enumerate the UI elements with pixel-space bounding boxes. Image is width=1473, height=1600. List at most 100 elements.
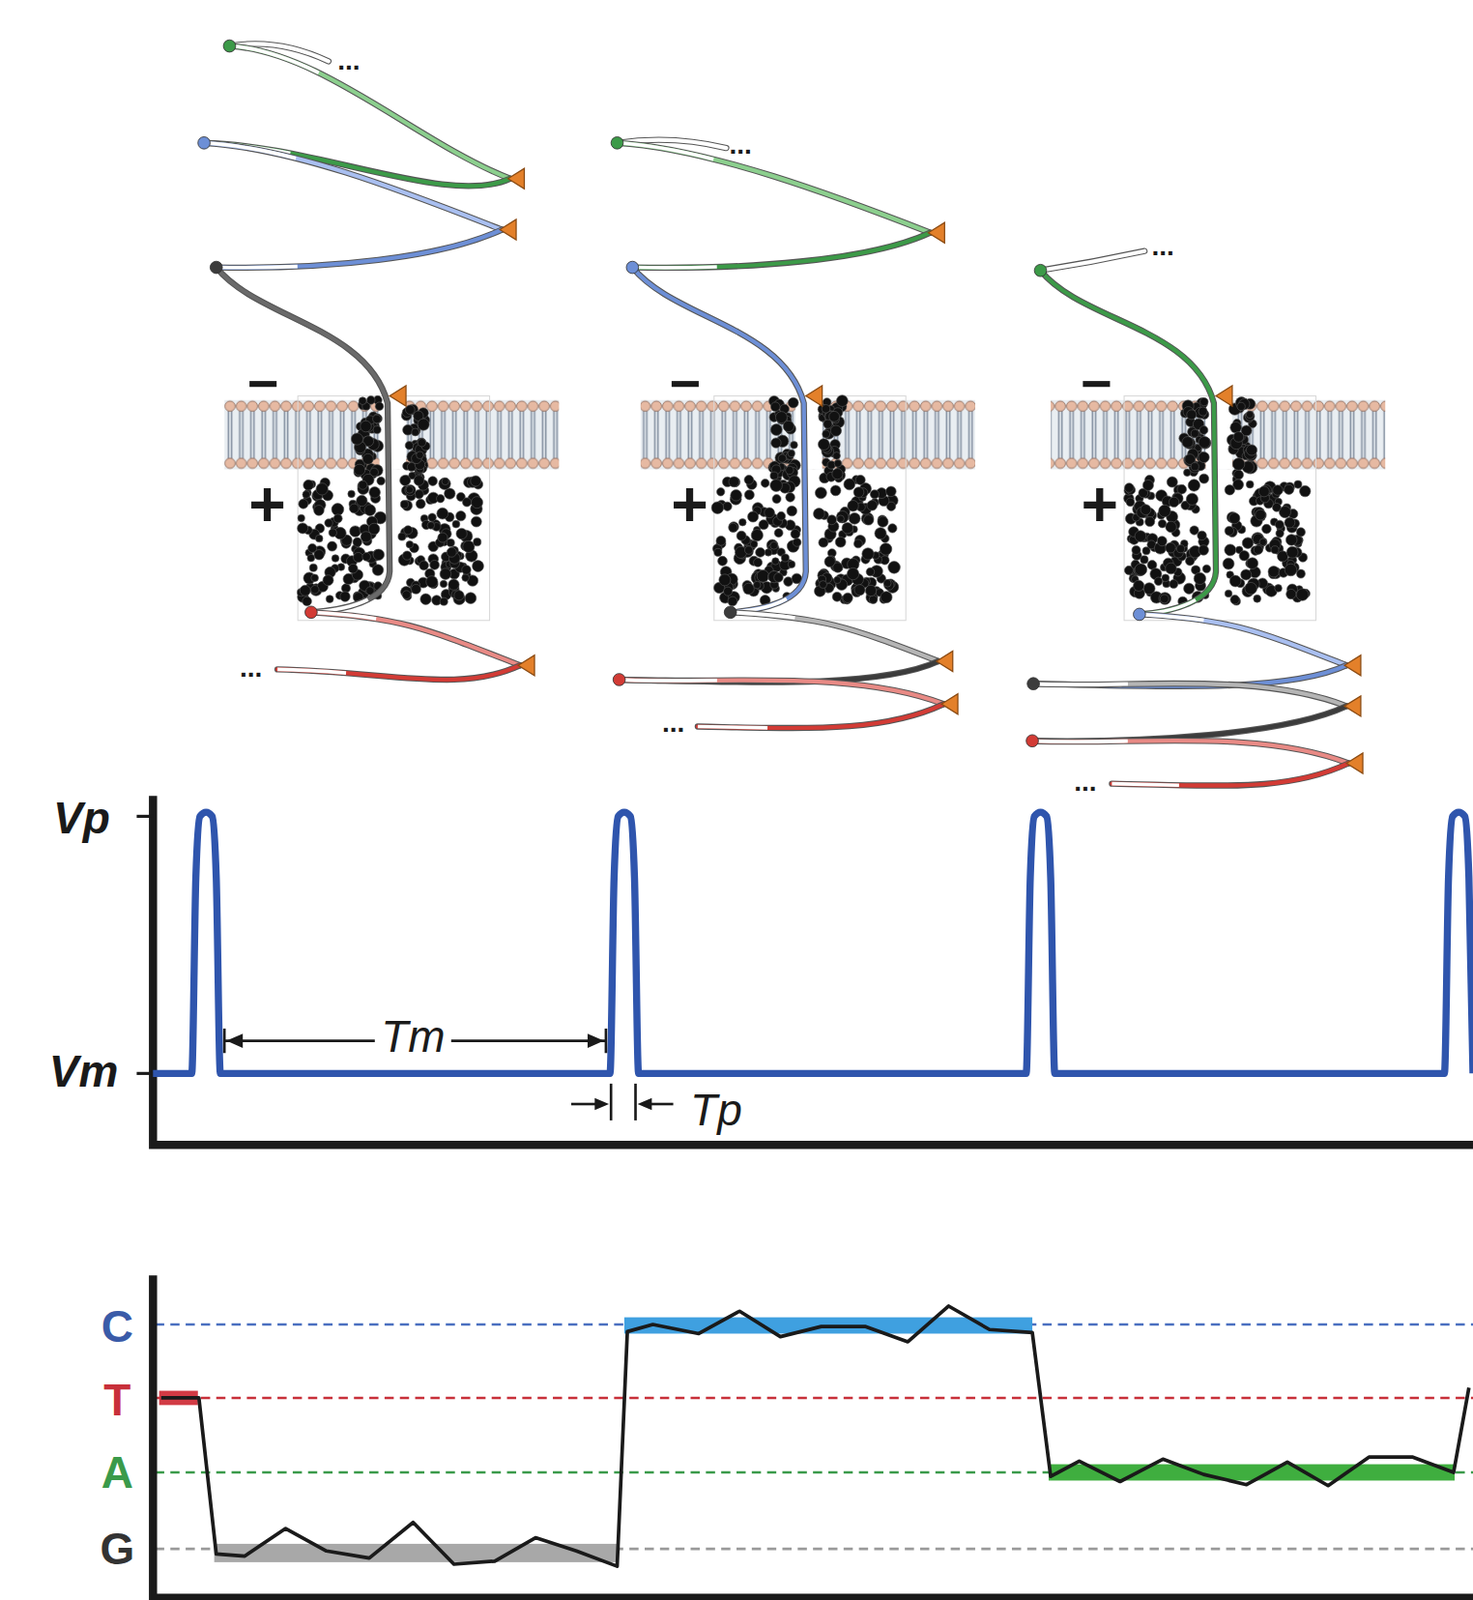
pore-atom: [832, 591, 842, 602]
level-label: A: [101, 1449, 134, 1495]
pore-atom: [1198, 545, 1209, 555]
pore-atom: [836, 395, 848, 407]
nucleotide-dot: [610, 136, 624, 149]
continuation-mark: ...: [662, 709, 685, 737]
pore-atom: [353, 551, 364, 562]
pore-atom: [822, 430, 831, 438]
pore-atom: [827, 461, 836, 469]
pore-atom: [358, 397, 367, 405]
pore-atom: [1224, 544, 1237, 556]
pore-atom: [1230, 595, 1240, 605]
pore-atom: [356, 494, 368, 506]
dna-strand: [1111, 763, 1349, 786]
pore-atom: [774, 528, 783, 538]
pore-atom: [817, 438, 830, 451]
pore-atom: [309, 563, 318, 572]
plot-axes: [152, 1274, 1473, 1598]
voltage-trace: [152, 811, 1473, 1073]
pore-atom: [307, 553, 316, 562]
pore-atom: [1275, 529, 1284, 538]
pore-atom: [462, 540, 475, 552]
strand-outline: [216, 267, 390, 613]
pore-atom: [1230, 421, 1242, 434]
dna-strand: [632, 267, 806, 613]
level-line: [154, 1396, 1473, 1400]
pore-atom: [787, 397, 799, 408]
dna-strand: [617, 143, 931, 233]
dimension-tick: [634, 1083, 637, 1121]
pore-atom: [727, 596, 738, 607]
pore-atom: [1131, 545, 1141, 554]
pore-atom: [1193, 572, 1206, 584]
pore-atom: [322, 575, 334, 586]
pore-atom: [415, 498, 426, 509]
pore-atom: [441, 477, 449, 485]
nucleotide-dot: [209, 260, 223, 274]
pore-atom: [373, 414, 382, 424]
pore-atom: [1224, 485, 1235, 495]
pore-atom: [1253, 545, 1263, 554]
pore-atom: [1259, 538, 1268, 547]
pore-atom: [398, 532, 406, 541]
pore-atom: [1270, 546, 1279, 554]
pore-atom: [314, 505, 325, 517]
pore-atom: [854, 584, 866, 596]
pore-atom: [829, 410, 840, 422]
pore-atom: [333, 514, 343, 523]
pore-atom: [1126, 497, 1135, 507]
pore-atom: [728, 476, 740, 488]
pore-atom: [297, 522, 309, 534]
strand-outline: [311, 611, 520, 665]
level-label: G: [99, 1526, 135, 1571]
pore-atom: [1165, 520, 1177, 532]
panel-one: [198, 39, 560, 680]
strand-outline: [632, 267, 806, 613]
pore-atom: [456, 511, 466, 521]
pore-atom: [1199, 426, 1209, 435]
pore-atom: [770, 424, 782, 436]
pore-atom: [1245, 480, 1254, 489]
continuation-mark: ...: [337, 47, 360, 75]
strand-outline: [229, 46, 510, 179]
nucleotide-dot: [1133, 607, 1147, 621]
pore-atom: [350, 433, 363, 445]
pore-atom: [347, 490, 355, 497]
pore-atom: [1168, 496, 1179, 507]
pore-atom: [1296, 588, 1309, 602]
charge-sign: +: [248, 471, 287, 536]
enzyme-triangle: [1346, 752, 1363, 774]
strand-linker: [1139, 613, 1347, 665]
pore-atom: [1154, 577, 1162, 585]
pore-atom: [750, 529, 763, 542]
pore-atom: [1234, 469, 1244, 480]
pore-atom: [400, 500, 408, 509]
enzyme-triangle: [927, 222, 945, 243]
pore-atom: [413, 475, 425, 487]
pore-atom: [1142, 479, 1154, 491]
pore-atom: [716, 488, 724, 496]
pore-atom: [853, 539, 863, 549]
pore-atom: [428, 513, 436, 521]
pore-atom: [302, 491, 311, 499]
pore-atom: [1246, 557, 1259, 570]
dimension-tick: [223, 1028, 227, 1053]
axis-label: Vp: [53, 795, 111, 840]
panel-two: [610, 136, 976, 728]
pore-atom: [437, 532, 448, 543]
pore-atom: [1169, 579, 1179, 589]
pore-atom: [473, 538, 482, 547]
enzyme-triangle: [389, 385, 406, 406]
pore-atom: [821, 404, 831, 414]
arrowhead: [637, 1097, 653, 1111]
strand-linker: [1032, 705, 1347, 741]
pore-atom: [883, 579, 894, 590]
dimension-tick: [605, 1028, 608, 1053]
pore-atom: [1284, 484, 1295, 494]
enzyme-triangle: [1215, 385, 1233, 406]
dna-strand: [203, 143, 502, 231]
enzyme-triangle: [518, 655, 535, 676]
enzyme-triangle: [1344, 695, 1361, 717]
pore-atom: [841, 522, 853, 534]
strand-linker: [229, 46, 510, 179]
arrowhead: [594, 1097, 609, 1111]
